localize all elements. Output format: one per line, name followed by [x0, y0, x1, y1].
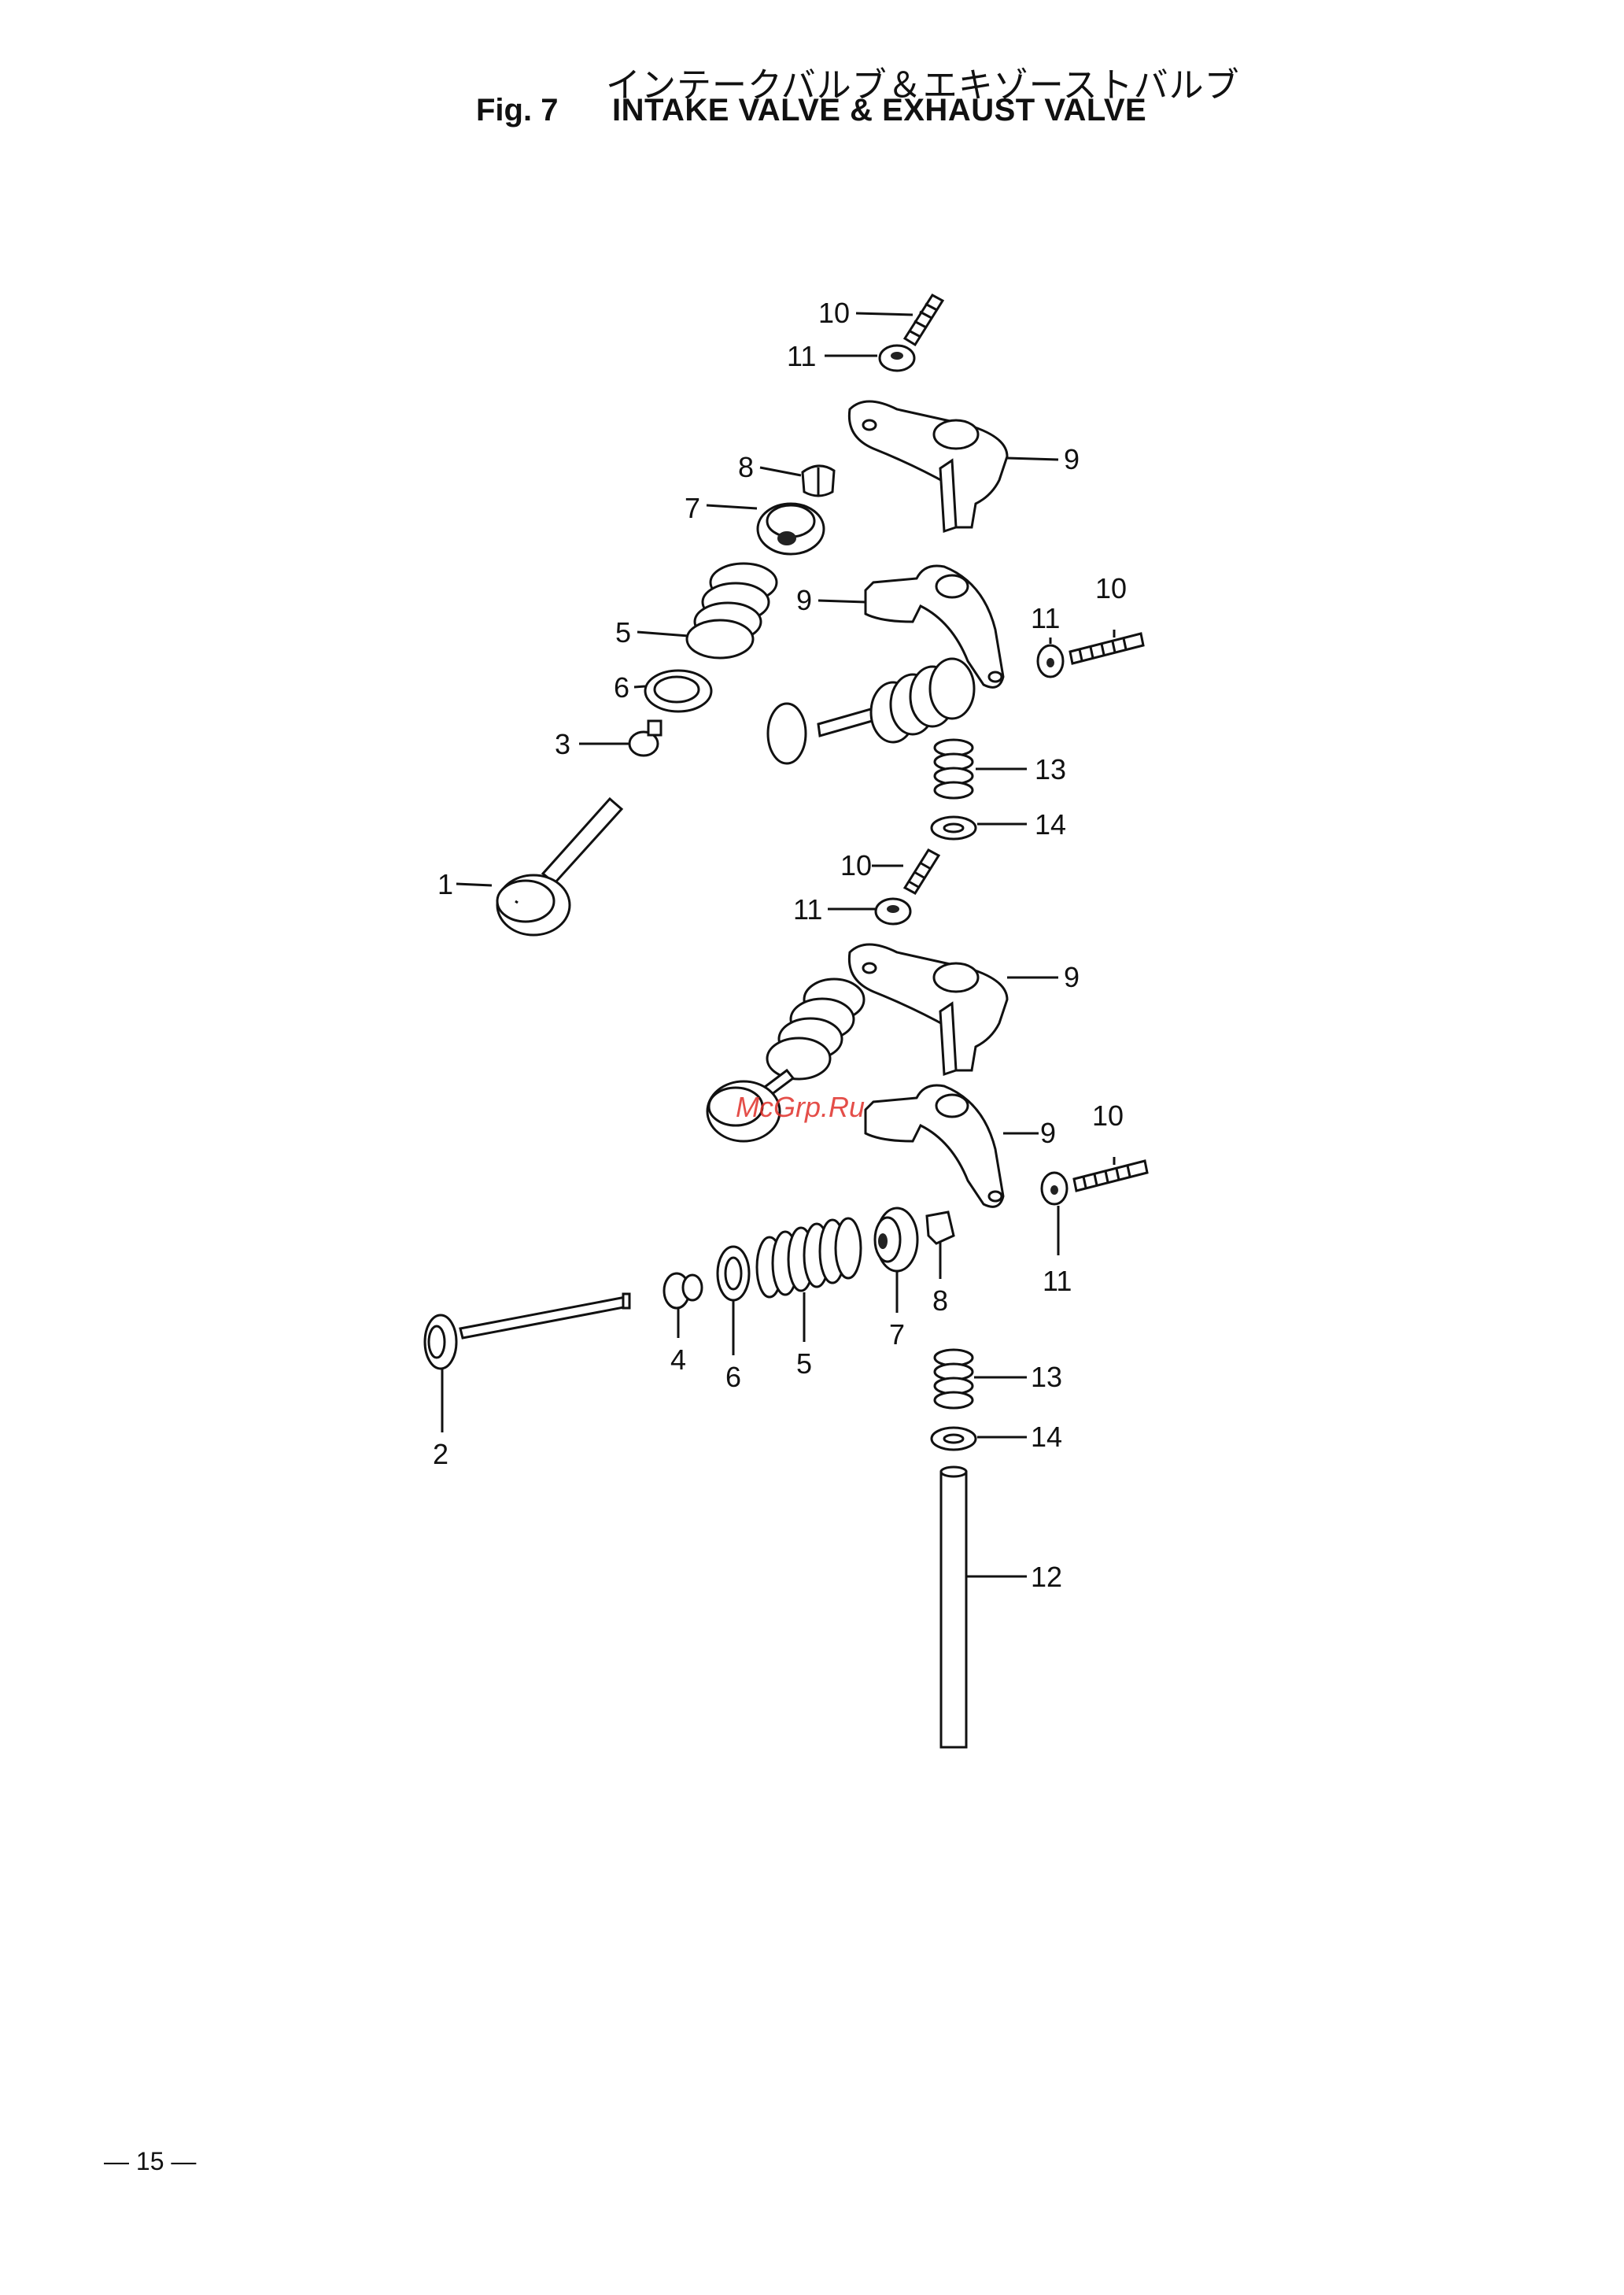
- push-rod-part: [941, 1467, 966, 1747]
- rocker-arm-part: [866, 1085, 1003, 1207]
- callout-11: 11: [787, 340, 816, 372]
- callout-13: 13: [1035, 753, 1066, 785]
- callout-8: 8: [932, 1284, 948, 1317]
- callout-9: 9: [1064, 961, 1080, 993]
- callout-5: 5: [615, 616, 631, 649]
- spring-retainer-part: [758, 504, 824, 554]
- callout-6: 6: [614, 671, 629, 704]
- rocker-arm-part: [849, 401, 1007, 531]
- rocker-spring-part: [935, 740, 973, 798]
- valve-spring-part: [687, 564, 777, 658]
- callout-12: 12: [1031, 1561, 1062, 1593]
- rocker-arm-part: [849, 944, 1007, 1074]
- adjusting-screw-part: [1070, 634, 1143, 663]
- lock-nut-part: [1038, 645, 1063, 677]
- callout-11: 11: [793, 893, 822, 926]
- stem-seal-part: [629, 721, 661, 756]
- washer-part: [932, 1428, 976, 1450]
- callout-11: 11: [1043, 1265, 1072, 1297]
- lock-nut-part: [880, 346, 914, 371]
- callout-13: 13: [1031, 1361, 1062, 1393]
- callout-7: 7: [889, 1318, 905, 1351]
- callout-9: 9: [796, 584, 812, 616]
- lock-nut-part: [876, 899, 910, 924]
- callout-11: 11: [1031, 602, 1060, 634]
- washer-part: [932, 817, 976, 839]
- callout-2: 2: [433, 1438, 448, 1470]
- callout-10: 10: [840, 849, 872, 881]
- leader-lines: [442, 313, 1114, 1576]
- spring-seat-part: [718, 1247, 749, 1300]
- callout-10: 10: [818, 297, 850, 329]
- spring-retainer-part: [875, 1208, 917, 1271]
- callout-14: 14: [1031, 1421, 1062, 1453]
- adjusting-screw-part: [1074, 1161, 1147, 1191]
- exhaust-valve-part: [425, 1294, 629, 1369]
- callout-10: 10: [1095, 572, 1127, 604]
- callout-6: 6: [725, 1361, 741, 1393]
- valve-cotter-part: [803, 466, 834, 496]
- valve-cotter-part: [927, 1212, 954, 1244]
- spring-seat-part: [645, 671, 711, 711]
- callout-9: 9: [1040, 1117, 1056, 1149]
- callout-4: 4: [670, 1343, 686, 1376]
- callout-9: 9: [1064, 443, 1080, 475]
- callout-1: 1: [437, 868, 453, 900]
- callout-10: 10: [1092, 1099, 1124, 1132]
- stem-seal-part: [664, 1273, 702, 1308]
- callout-14: 14: [1035, 808, 1066, 841]
- callout-labels: 10 11 9 8 7 9 11 10 5 6 3 13 14 10 1 11 …: [433, 297, 1127, 1593]
- callout-8: 8: [738, 451, 754, 483]
- rocker-spring-part: [935, 1350, 973, 1408]
- adjusting-screw-part: [905, 850, 939, 893]
- page-number: — 15 —: [104, 2147, 196, 2176]
- intake-valve-part: [497, 799, 622, 935]
- callout-7: 7: [685, 492, 700, 524]
- lock-nut-part: [1042, 1173, 1067, 1204]
- adjusting-screw-part: [905, 295, 943, 345]
- callout-5: 5: [796, 1347, 812, 1380]
- callout-3: 3: [555, 728, 570, 760]
- watermark: McGrp.Ru: [736, 1091, 865, 1124]
- valve-spring-part: [757, 1218, 861, 1297]
